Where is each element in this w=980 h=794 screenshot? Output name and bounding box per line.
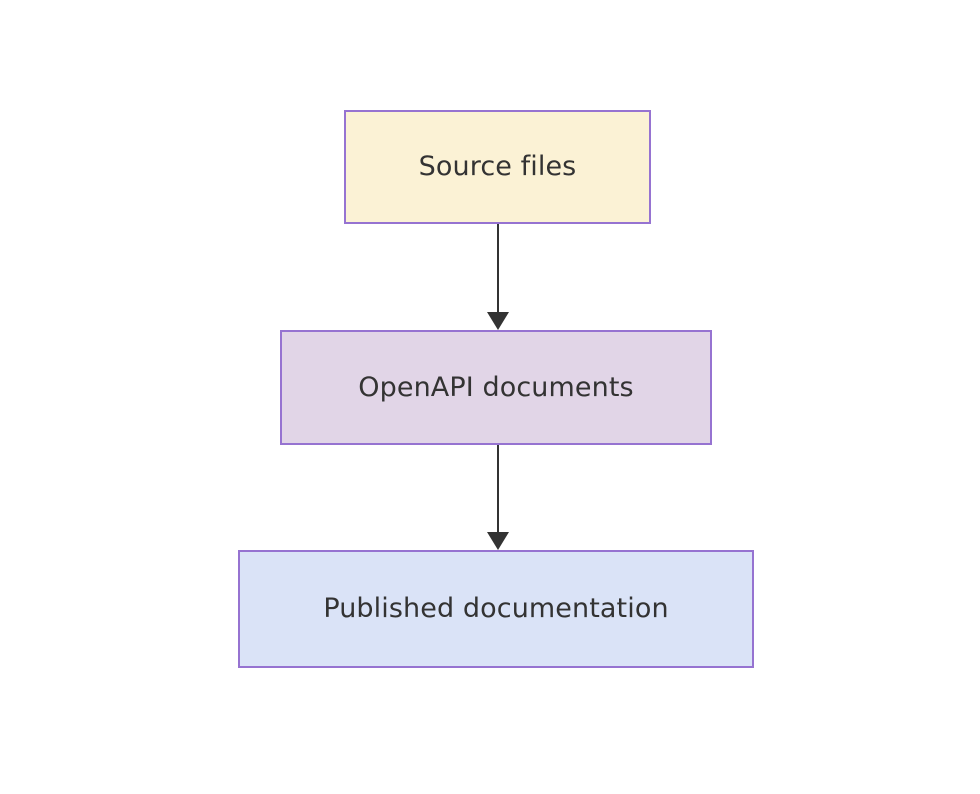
edge-openapi-to-published xyxy=(487,445,509,550)
node-source-files-label: Source files xyxy=(418,151,577,183)
node-published-documentation-label: Published documentation xyxy=(323,593,669,625)
node-openapi-documents[interactable]: OpenAPI documents xyxy=(280,330,712,445)
arrowhead-down-icon xyxy=(487,532,509,550)
edge-source-to-openapi xyxy=(487,224,509,330)
node-openapi-documents-label: OpenAPI documents xyxy=(358,371,634,403)
arrowhead-down-icon xyxy=(487,312,509,330)
node-published-documentation[interactable]: Published documentation xyxy=(238,550,754,668)
node-source-files[interactable]: Source files xyxy=(344,110,651,224)
